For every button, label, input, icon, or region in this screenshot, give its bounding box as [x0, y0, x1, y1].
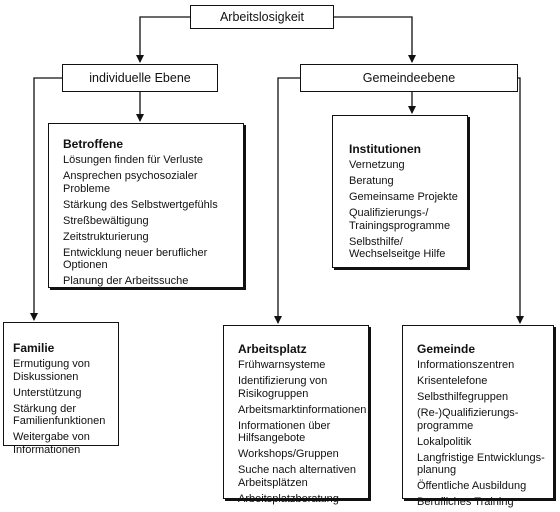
list-item: Ermutigung von Diskussionen — [13, 358, 91, 383]
list-item: Informationszentren — [417, 359, 515, 371]
list-item: Streßbewältigung — [63, 214, 149, 227]
list-item: Lokalpolitik — [417, 435, 472, 448]
gemeinde-title: Gemeinde — [417, 342, 476, 356]
list-item: Krisentelefone — [417, 375, 488, 387]
familie-title: Familie — [13, 341, 55, 355]
list-item: Workshops/Gruppen — [238, 448, 339, 460]
gemeinde-box: Gemeinde Informationszentren Krisentelef… — [402, 325, 554, 508]
list-item: Selbsthilfegruppen — [417, 391, 509, 403]
list-item: Ansprechen psychosozialer Probleme — [63, 170, 198, 195]
root-label: Arbeitslosigkeit — [219, 10, 305, 24]
list-item: Stärkung des Selbstwertgefühls — [63, 198, 218, 211]
list-item: Selbsthilfe/ Wechselseitge Hilfe — [349, 235, 446, 261]
list-item: Arbeitsplatzberatung — [238, 492, 339, 505]
institutionen-box: Institutionen Vernetzung Beratung Gemein… — [332, 115, 468, 268]
community-level-label: Gemeindeebene — [362, 71, 456, 85]
list-item: Langfristige Entwicklungs- planung — [417, 451, 545, 477]
edge-root-community — [334, 16, 416, 63]
list-item: Unterstützung — [13, 386, 82, 399]
list-item: Stärkung der Familienfunktionen — [13, 402, 106, 428]
list-item: Gemeinsame Projekte — [349, 191, 458, 203]
edge-individual-familie — [30, 77, 62, 321]
list-item: Arbeitsmarktinformationen — [238, 403, 367, 416]
root-node: Arbeitslosigkeit — [190, 5, 334, 29]
arbeitsplatz-title: Arbeitsplatz — [238, 342, 307, 356]
list-item: Berufliches Training — [417, 496, 514, 508]
institutionen-title: Institutionen — [349, 142, 421, 156]
individual-level-label: individuelle Ebene — [89, 71, 191, 85]
list-item: Lösungen finden für Verluste — [63, 154, 204, 166]
betroffene-box: Betroffene Lösungen finden für Verluste … — [48, 123, 244, 288]
edge-community-arbeitsplatz — [274, 77, 300, 324]
list-item: Vernetzung — [349, 159, 405, 171]
list-item: Qualifizierungs-/ Trainingsprogramme — [349, 207, 451, 232]
familie-box: Familie Ermutigung von Diskussionen Unte… — [3, 322, 119, 456]
betroffene-title: Betroffene — [63, 137, 124, 151]
list-item: (Re-)Qualifizierungs- programme — [417, 407, 519, 432]
list-item: Entwicklung neuer beruflicher Optionen — [63, 246, 208, 272]
individual-level-node: individuelle Ebene — [62, 64, 218, 92]
list-item: Beratung — [349, 175, 394, 187]
list-item: Öffentliche Ausbildung — [417, 480, 527, 492]
list-item: Identifizierung von Risikogruppen — [238, 375, 328, 400]
edge-community-gemeinde — [516, 77, 524, 324]
list-item: Suche nach alternativen Arbeitsplätzen — [238, 464, 357, 489]
edge-root-individual — [136, 16, 190, 63]
community-level-node: Gemeindeebene — [300, 64, 518, 92]
list-item: Planung der Arbeitssuche — [63, 275, 189, 287]
list-item: Zeitstrukturierung — [63, 230, 149, 243]
list-item: Weitergabe von Informationen — [13, 431, 90, 456]
list-item: Frühwarnsysteme — [238, 359, 326, 371]
arbeitsplatz-box: Arbeitsplatz Frühwarnsysteme Identifizie… — [223, 325, 369, 505]
list-item: Informationen über Hilfsangebote — [238, 419, 331, 445]
